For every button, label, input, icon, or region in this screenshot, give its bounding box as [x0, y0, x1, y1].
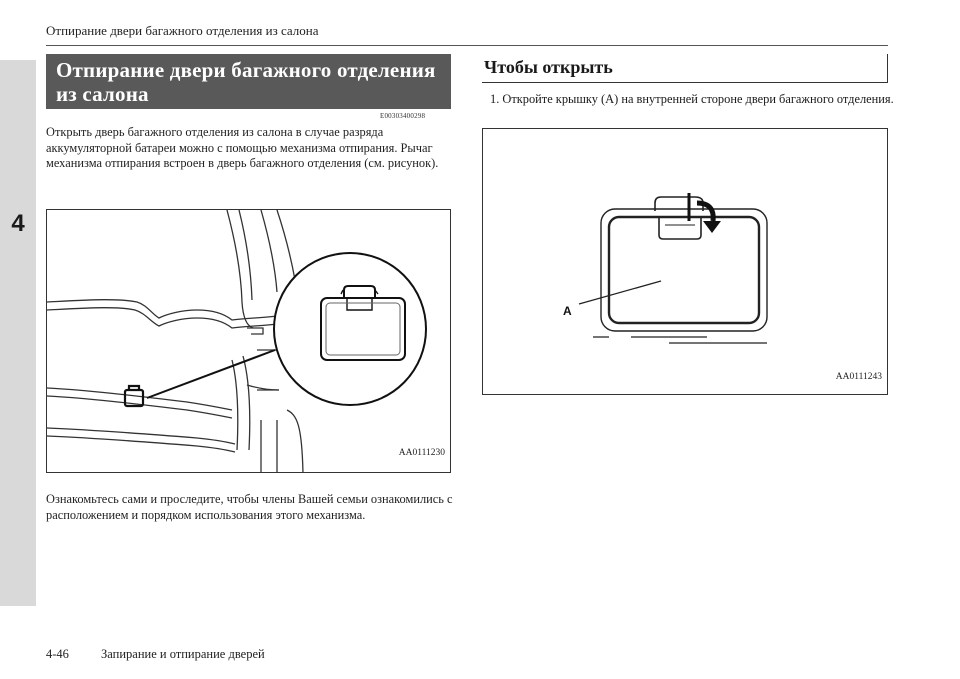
- section-title-banner: Отпирание двери багажного отделения из с…: [46, 54, 451, 109]
- section-title-line2: из салона: [56, 82, 149, 106]
- chapter-number: 4: [11, 210, 25, 237]
- cover-label: A: [563, 304, 572, 318]
- note-paragraph: Ознакомьтесь сами и проследите, чтобы чл…: [46, 492, 453, 522]
- footer-chapter-title: Запирание и отпирание дверей: [101, 647, 265, 661]
- cover-illustration: A: [563, 193, 768, 344]
- running-header: Отпирание двери багажного отделения из с…: [46, 23, 319, 38]
- intro-paragraph: Открыть дверь багажного отделения из сал…: [46, 125, 439, 171]
- header-rule: [46, 45, 888, 46]
- figure-trunk-lever-location: AA0111230: [46, 209, 451, 473]
- page-number: 4-46: [46, 647, 69, 661]
- figure-right-code: AA0111243: [835, 372, 882, 382]
- chapter-side-tab: 4: [0, 60, 36, 606]
- trunk-door-illustration: [47, 210, 427, 472]
- figure-open-cover: A AA0111243: [482, 128, 888, 395]
- subsection-heading: Чтобы открыть: [482, 54, 888, 83]
- section-code: E00303400298: [380, 112, 426, 120]
- section-title-line1: Отпирание двери багажного отделения: [56, 58, 436, 82]
- step-1: 1. Откройте крышку (А) на внутренней сто…: [490, 92, 894, 106]
- figure-left-code: AA0111230: [398, 448, 445, 458]
